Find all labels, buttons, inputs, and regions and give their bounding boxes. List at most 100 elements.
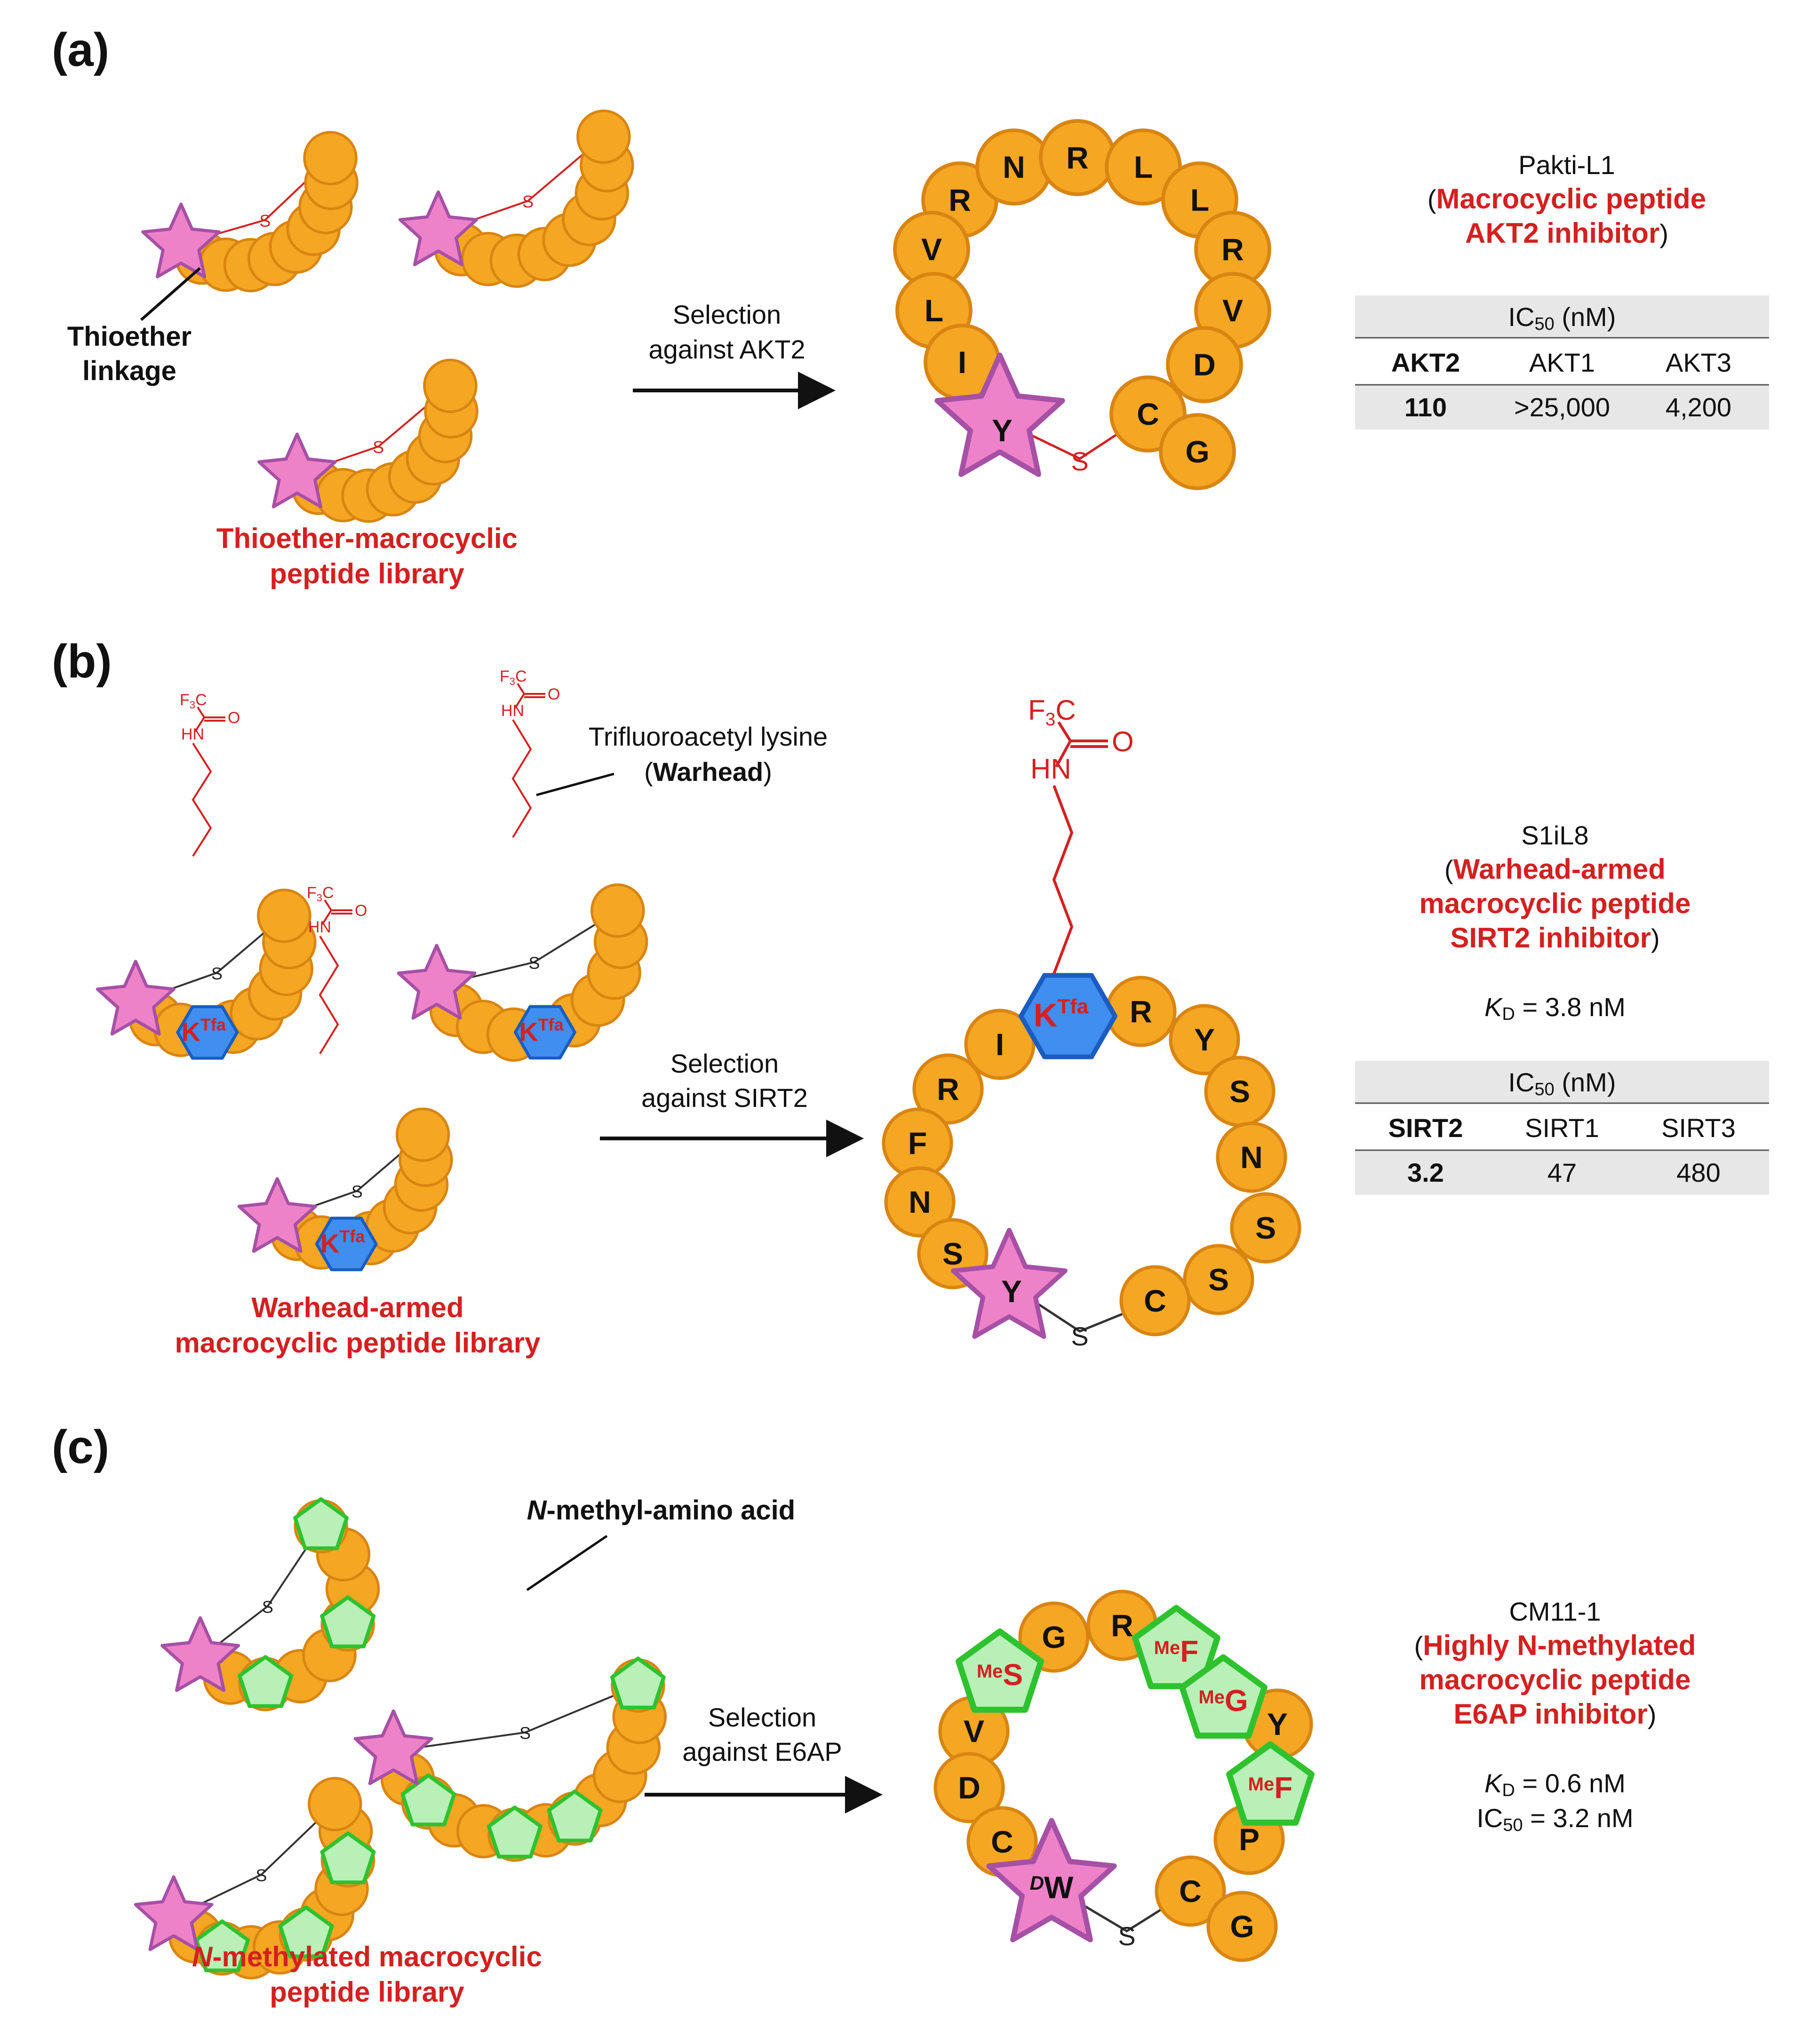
c-main-residue-8 bbox=[1206, 1891, 1278, 1962]
b-lib-ring-2-bead-9 bbox=[590, 883, 645, 938]
b-main-sulfur: S bbox=[1071, 1321, 1088, 1351]
c-main-residue-7-label: C bbox=[1179, 1874, 1202, 1909]
c-main-residue-4-label: C bbox=[991, 1824, 1013, 1859]
panel-b-peptide-desc-line2: macrocyclic peptide bbox=[1419, 888, 1691, 919]
a-main-star bbox=[934, 352, 1065, 477]
a-lib-ring-1-star bbox=[141, 202, 221, 278]
b-lib-2-cf3: F3C bbox=[500, 668, 527, 687]
c-lib-ring-3-nmethyl-5 bbox=[278, 1905, 334, 1958]
b-main-residue-3-label: N bbox=[909, 1185, 931, 1219]
c-main-residue-8-label: G bbox=[1230, 1909, 1254, 1944]
b-lib-1-cf3: F3C bbox=[180, 691, 207, 711]
a-lib-ring-3-bead-9 bbox=[423, 358, 478, 414]
panel-c-peptide-desc-line1: (Highly N-methylated bbox=[1414, 1630, 1696, 1661]
panel-a: (a) SSS Thioether linkage Thioether-macr… bbox=[52, 24, 1769, 589]
c-lib-ring-1-sulfur: S bbox=[262, 1597, 273, 1616]
b-main-o: O bbox=[1112, 726, 1134, 757]
c-lib-ring-1-nmethyl-8 bbox=[293, 1497, 349, 1551]
a-table-col-1: AKT1 bbox=[1529, 348, 1595, 377]
panel-c: (c) S S S N-methyl-amino acid N-methylated… bbox=[52, 1421, 1696, 2008]
warhead-pointer-line bbox=[536, 772, 614, 796]
a-table-header-bg bbox=[1355, 295, 1769, 338]
b-main-residue-7-label: S bbox=[1229, 1074, 1250, 1109]
panel-b-arrow-text-line2: against SIRT2 bbox=[641, 1083, 808, 1113]
c-lib-ring-1-star bbox=[160, 1616, 240, 1692]
a-main-residue-12-label: I bbox=[958, 345, 966, 380]
panel-c-peptide-desc-line2: macrocyclic peptide bbox=[1419, 1664, 1691, 1695]
a-main-residue-8-label: C bbox=[1137, 397, 1159, 431]
panel-b-label: (b) bbox=[52, 635, 112, 688]
c-lib-ring-3-sulfur: S bbox=[255, 1866, 267, 1885]
b-table-val-2: 480 bbox=[1676, 1158, 1720, 1187]
c-lib-ring-2-linker bbox=[393, 1685, 638, 1752]
b-lib-1-chain bbox=[191, 742, 212, 857]
c-lib-ring-2-star bbox=[353, 1709, 433, 1785]
a-main-residue-7 bbox=[1166, 326, 1243, 403]
c-main-residue-5-label: Y bbox=[1267, 1707, 1288, 1742]
b-lib-ring-1-star bbox=[96, 960, 175, 1036]
panel-a-peptide-desc-line2: AKT2 inhibitor) bbox=[1465, 217, 1668, 249]
c-lib-ring-1-nmethyl-5 bbox=[320, 1595, 376, 1648]
c-lib-ring-2-nmethyl-2 bbox=[400, 1773, 456, 1827]
panel-c-library-caption-line1: N-methylated macrocyclic bbox=[192, 1941, 542, 1972]
c-main-residue-0-label: G bbox=[1042, 1620, 1066, 1654]
a-main-residue-11-label: L bbox=[925, 293, 943, 328]
a-main-residue-4-label: L bbox=[1190, 183, 1209, 217]
b-main-residue-6 bbox=[1169, 1004, 1240, 1075]
c-lib-ring-1-linker bbox=[199, 1526, 322, 1659]
a-table-col-2: AKT3 bbox=[1666, 348, 1731, 377]
b-lib-ring-2-warhead-label: KTfa bbox=[519, 1015, 564, 1046]
a-lib-ring-3-star bbox=[257, 432, 337, 509]
a-lib-ring-3-sulfur: S bbox=[373, 437, 384, 457]
b-lib-2-chain bbox=[511, 719, 532, 838]
b-table-header-bg bbox=[1355, 1061, 1769, 1103]
c-lib-ring-1-nmethyl-2 bbox=[238, 1655, 294, 1708]
b-main-residue-10 bbox=[1183, 1244, 1254, 1315]
b-lib-2-bond-4 bbox=[517, 683, 525, 695]
b-main-residue-1-label: R bbox=[937, 1072, 959, 1106]
b-lib-ring-2-star bbox=[397, 944, 477, 1020]
a-table-col-0: AKT2 bbox=[1391, 348, 1460, 377]
a-table-value-bg bbox=[1355, 385, 1769, 429]
c-lib-ring-3-star bbox=[134, 1875, 214, 1951]
c-main-sulfur: S bbox=[1118, 1921, 1135, 1951]
b-lib-ring-3-bead-9 bbox=[395, 1107, 450, 1162]
b-main-residue-11 bbox=[1119, 1265, 1191, 1336]
a-main-residue-6-label: V bbox=[1222, 293, 1243, 328]
panel-a-library-macrocycles: SSS bbox=[141, 109, 634, 523]
c-main-star bbox=[986, 1818, 1117, 1942]
b-main-residue-11-label: C bbox=[1144, 1283, 1166, 1318]
a-main-residue-9-label: G bbox=[1185, 434, 1209, 469]
panel-c-arrow-text-line2: against E6AP bbox=[682, 1737, 842, 1766]
b-table-value-bg bbox=[1355, 1150, 1769, 1195]
b-main-residue-Y: Y bbox=[1001, 1274, 1022, 1309]
warhead-label-line1: Trifluoroacetyl lysine bbox=[589, 722, 828, 751]
b-lib-1-bond-4 bbox=[197, 706, 205, 718]
panel-a-library-caption-line1: Thioether-macrocyclic bbox=[216, 523, 518, 554]
a-main-residue-2-label: R bbox=[1066, 140, 1089, 175]
panel-c-arrow-text-line1: Selection bbox=[708, 1702, 816, 1732]
b-lib-ring-3-sulfur: S bbox=[351, 1182, 363, 1201]
b-main-residue-0 bbox=[964, 1009, 1036, 1080]
a-lib-ring-1-sulfur: S bbox=[259, 211, 271, 231]
b-main-residue-5-label: R bbox=[1130, 994, 1152, 1029]
b-lib-1-hn: HN bbox=[181, 725, 204, 743]
panel-c-label: (c) bbox=[52, 1421, 109, 1473]
a-table-val-0: 110 bbox=[1404, 392, 1447, 422]
b-main-residue-8-label: N bbox=[1240, 1140, 1263, 1175]
b-lib-2-o: O bbox=[548, 685, 560, 703]
panel-c-peptide-desc-line3: E6AP inhibitor) bbox=[1454, 1698, 1657, 1730]
a-main-residue-Y: Y bbox=[992, 413, 1013, 448]
a-lib-ring-1-bead-9 bbox=[303, 131, 358, 185]
b-lib-3-bond-1 bbox=[321, 909, 332, 925]
b-lib-2-hn: HN bbox=[501, 702, 524, 720]
b-main-hn: HN bbox=[1030, 753, 1071, 785]
nmethyl-label: N-methyl-amino acid bbox=[527, 1495, 795, 1526]
